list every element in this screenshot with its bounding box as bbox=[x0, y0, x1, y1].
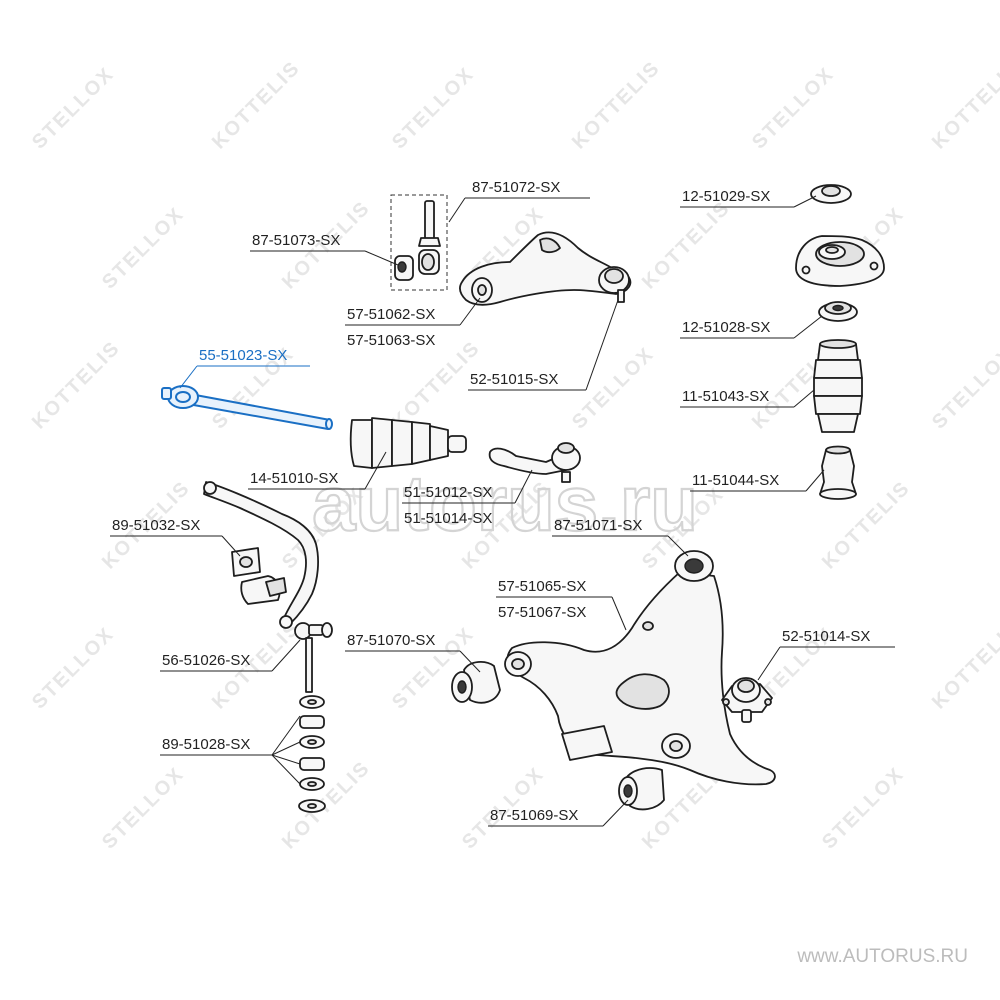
label-52-51015-sx[interactable]: 52-51015-SX bbox=[470, 371, 558, 388]
watermark-brand: KOTTELIS bbox=[928, 57, 1000, 154]
watermark-brand: STELLOX bbox=[568, 343, 659, 434]
label-87-51070-sx[interactable]: 87-51070-SX bbox=[347, 632, 435, 649]
label-51-51014-sx[interactable]: 51-51014-SX bbox=[404, 510, 492, 527]
bump-stop[interactable] bbox=[819, 445, 857, 500]
label-89-51028-sx[interactable]: 89-51028-SX bbox=[162, 736, 250, 753]
leader-lines bbox=[110, 195, 895, 827]
label-11-51043-sx[interactable]: 11-51043-SX bbox=[682, 388, 769, 405]
upper-ball-joint[interactable] bbox=[598, 266, 630, 303]
strut-bearing[interactable] bbox=[818, 301, 858, 322]
stabilizer-bushing[interactable] bbox=[231, 547, 287, 605]
stabilizer-bar[interactable] bbox=[203, 481, 319, 629]
label-56-51026-sx[interactable]: 56-51026-SX bbox=[162, 652, 250, 669]
watermark-brand: STELLOX bbox=[28, 63, 119, 154]
strut-mount-cap[interactable] bbox=[810, 184, 852, 204]
label-12-51028-sx[interactable]: 12-51028-SX bbox=[682, 319, 770, 336]
label-51-51012-sx[interactable]: 51-51012-SX bbox=[404, 484, 492, 501]
lower-arm-rear-bushing[interactable] bbox=[618, 767, 665, 811]
watermark-brand: KOTTELIS bbox=[638, 197, 735, 294]
watermark-brand: KOTTELIS bbox=[208, 57, 305, 154]
upper-arm-bolt-kit[interactable] bbox=[390, 194, 448, 291]
lower-ball-joint[interactable] bbox=[721, 677, 773, 723]
watermark-brand: KOTTELIS bbox=[928, 617, 1000, 714]
site-watermark: www.AUTORUS.RU bbox=[796, 946, 968, 967]
strut-mount[interactable] bbox=[795, 235, 885, 287]
watermark-brand: STELLOX bbox=[28, 623, 119, 714]
label-57-51063-sx[interactable]: 57-51063-SX bbox=[347, 332, 435, 349]
stabilizer-link-washers[interactable] bbox=[298, 695, 326, 813]
label-52-51014-sx[interactable]: 52-51014-SX bbox=[782, 628, 870, 645]
steering-rack-boot[interactable] bbox=[349, 417, 467, 469]
label-87-51072-sx[interactable]: 87-51072-SX bbox=[472, 179, 560, 196]
label-55-51023-sx-highlighted[interactable]: 55-51023-SX bbox=[199, 347, 287, 364]
watermark-brand: STELLOX bbox=[928, 343, 1000, 434]
label-89-51032-sx[interactable]: 89-51032-SX bbox=[112, 517, 200, 534]
inner-tie-rod-highlighted[interactable] bbox=[161, 385, 333, 430]
label-12-51029-sx[interactable]: 12-51029-SX bbox=[682, 188, 770, 205]
watermark-brand: KOTTELIS bbox=[28, 337, 125, 434]
label-57-51065-sx[interactable]: 57-51065-SX bbox=[498, 578, 586, 595]
lower-arm-front-bushing[interactable] bbox=[451, 661, 501, 704]
watermark-brand: KOTTELIS bbox=[278, 757, 375, 854]
watermark-brand: STELLOX bbox=[98, 763, 189, 854]
label-11-51044-sx[interactable]: 11-51044-SX bbox=[692, 472, 779, 489]
shock-dust-boot[interactable] bbox=[813, 339, 863, 433]
label-87-51073-sx[interactable]: 87-51073-SX bbox=[252, 232, 340, 249]
label-14-51010-sx[interactable]: 14-51010-SX bbox=[250, 470, 338, 487]
label-87-51069-sx[interactable]: 87-51069-SX bbox=[490, 807, 578, 824]
label-57-51062-sx[interactable]: 57-51062-SX bbox=[347, 306, 435, 323]
lower-control-arm[interactable] bbox=[504, 550, 776, 786]
watermark-brand: STELLOX bbox=[98, 203, 189, 294]
upper-control-arm[interactable] bbox=[459, 231, 632, 306]
tie-rod-end[interactable] bbox=[488, 442, 581, 483]
stabilizer-link[interactable] bbox=[294, 622, 333, 693]
watermark-brand: STELLOX bbox=[818, 763, 909, 854]
label-87-51071-sx[interactable]: 87-51071-SX bbox=[554, 517, 642, 534]
watermark-brand: STELLOX bbox=[388, 63, 479, 154]
label-57-51067-sx[interactable]: 57-51067-SX bbox=[498, 604, 586, 621]
watermark-brand: STELLOX bbox=[748, 63, 839, 154]
watermark-brand: KOTTELIS bbox=[568, 57, 665, 154]
part-labels: 87-51072-SX 87-51073-SX 57-51062-SX 57-5… bbox=[112, 179, 870, 824]
